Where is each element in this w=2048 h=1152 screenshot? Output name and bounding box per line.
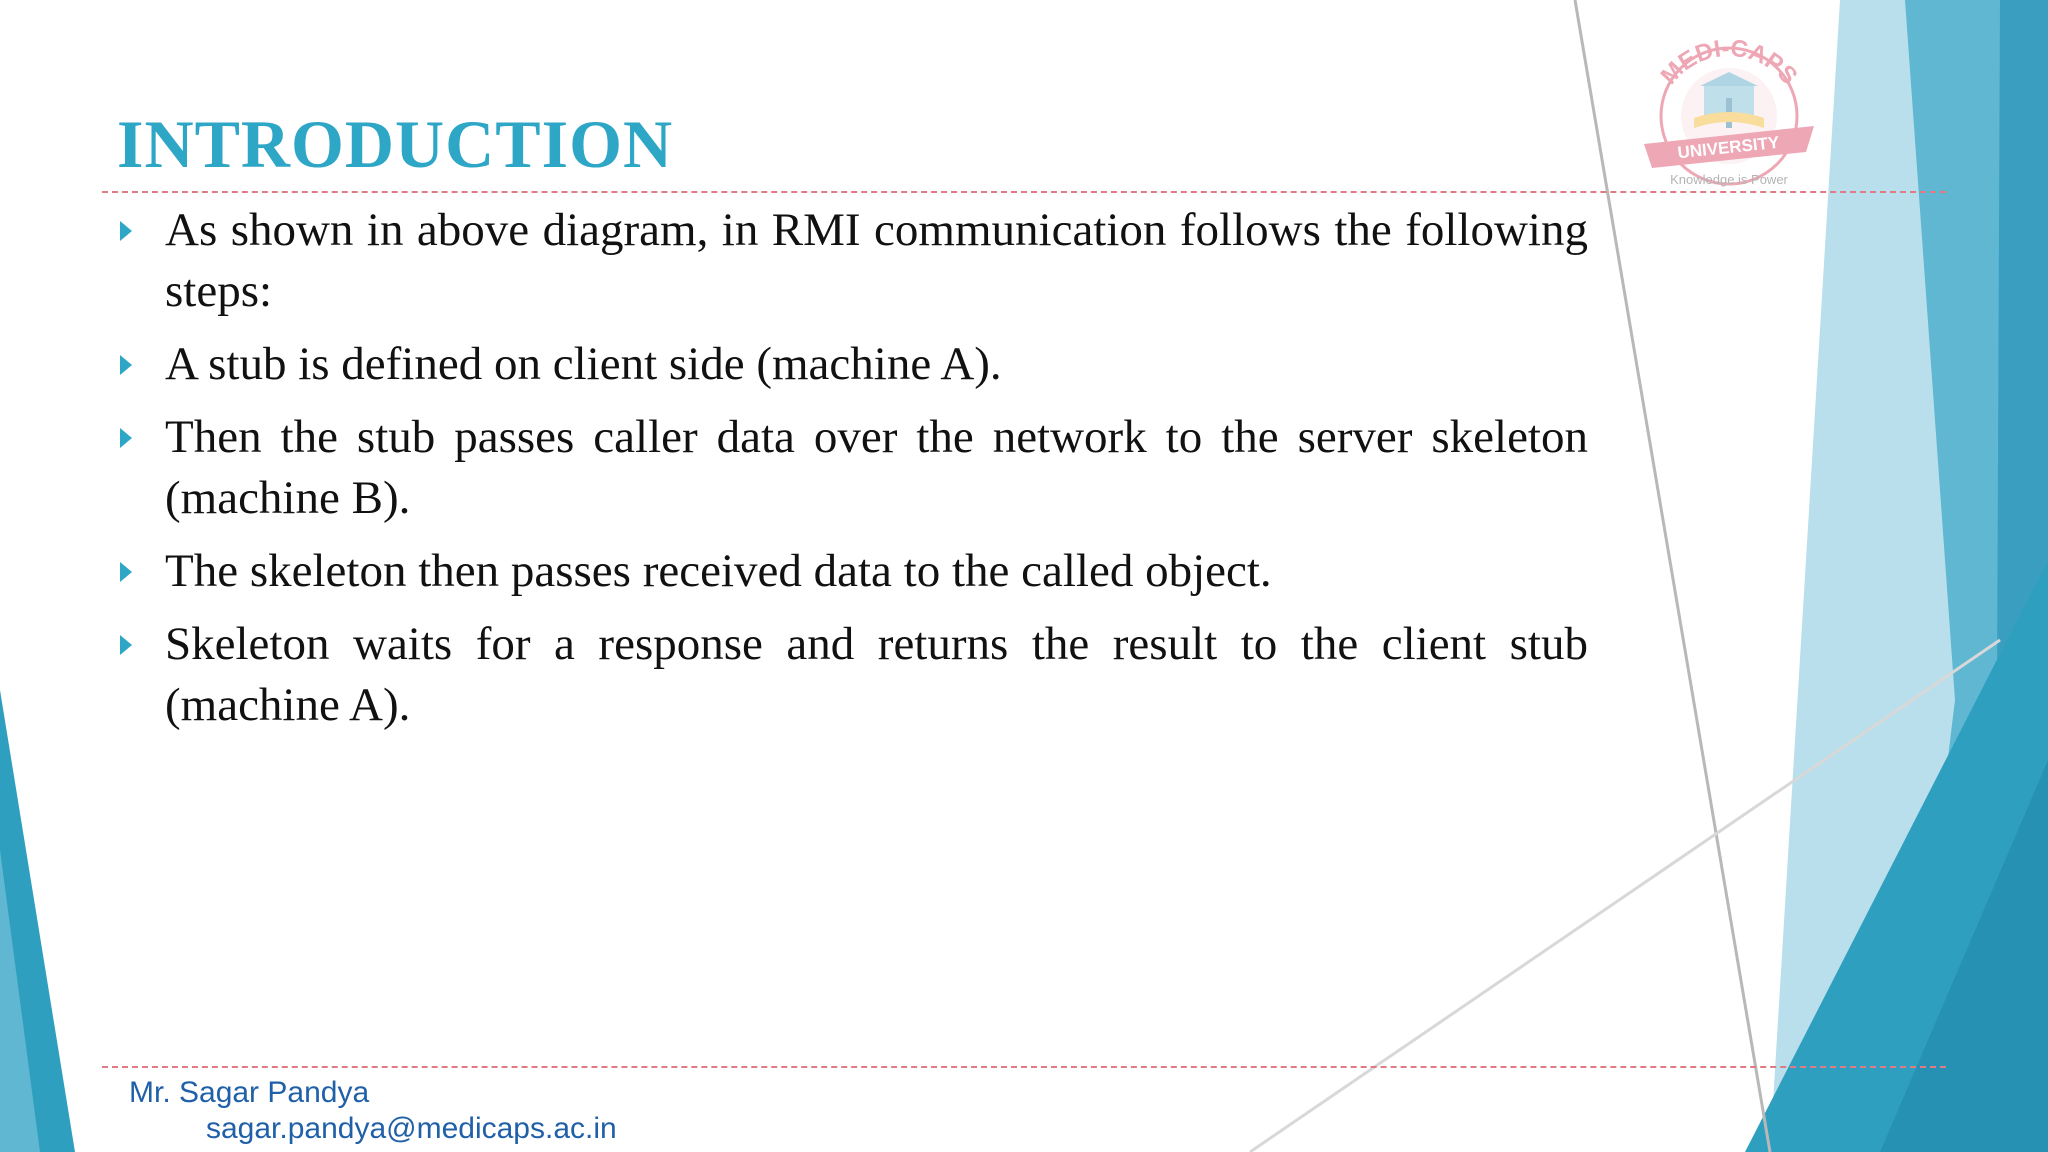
- bullet-item: As shown in above diagram, in RMI commun…: [120, 200, 1588, 322]
- bullet-item: The skeleton then passes received data t…: [120, 541, 1588, 602]
- bullet-item: Skeleton waits for a response and return…: [120, 614, 1588, 736]
- left-band-light: [0, 850, 40, 1152]
- university-logo: MEDI-CAPS UNIVERSITY Knowledge is Power: [1644, 35, 1814, 187]
- triangle-bullet-icon: [120, 635, 132, 655]
- book-icon: [1694, 72, 1764, 128]
- bullet-text: The skeleton then passes received data t…: [165, 545, 1272, 597]
- bullet-text: Skeleton waits for a response and return…: [165, 618, 1588, 731]
- bullet-text: A stub is defined on client side (machin…: [165, 338, 1002, 390]
- bullet-item: A stub is defined on client side (machin…: [120, 334, 1588, 395]
- bullet-item: Then the stub passes caller data over th…: [120, 407, 1588, 529]
- slide-title: INTRODUCTION: [117, 106, 674, 182]
- bullet-list: As shown in above diagram, in RMI commun…: [120, 200, 1588, 748]
- triangle-bullet-icon: [120, 355, 132, 375]
- footer-author-email: sagar.pandya@medicaps.ac.in: [206, 1112, 617, 1145]
- title-divider: [102, 191, 1946, 193]
- bottom-right-shade: [1880, 760, 2048, 1152]
- bullet-text: Then the stub passes caller data over th…: [165, 411, 1588, 524]
- triangle-bullet-icon: [120, 221, 132, 241]
- triangle-bullet-icon: [120, 562, 132, 582]
- bullet-text: As shown in above diagram, in RMI commun…: [165, 204, 1588, 317]
- triangle-bullet-icon: [120, 428, 132, 448]
- footer-divider: [102, 1066, 1946, 1068]
- logo-tagline: Knowledge is Power: [1670, 172, 1788, 187]
- footer-author-name: Mr. Sagar Pandya: [129, 1076, 370, 1109]
- logo-ribbon: [1644, 126, 1814, 168]
